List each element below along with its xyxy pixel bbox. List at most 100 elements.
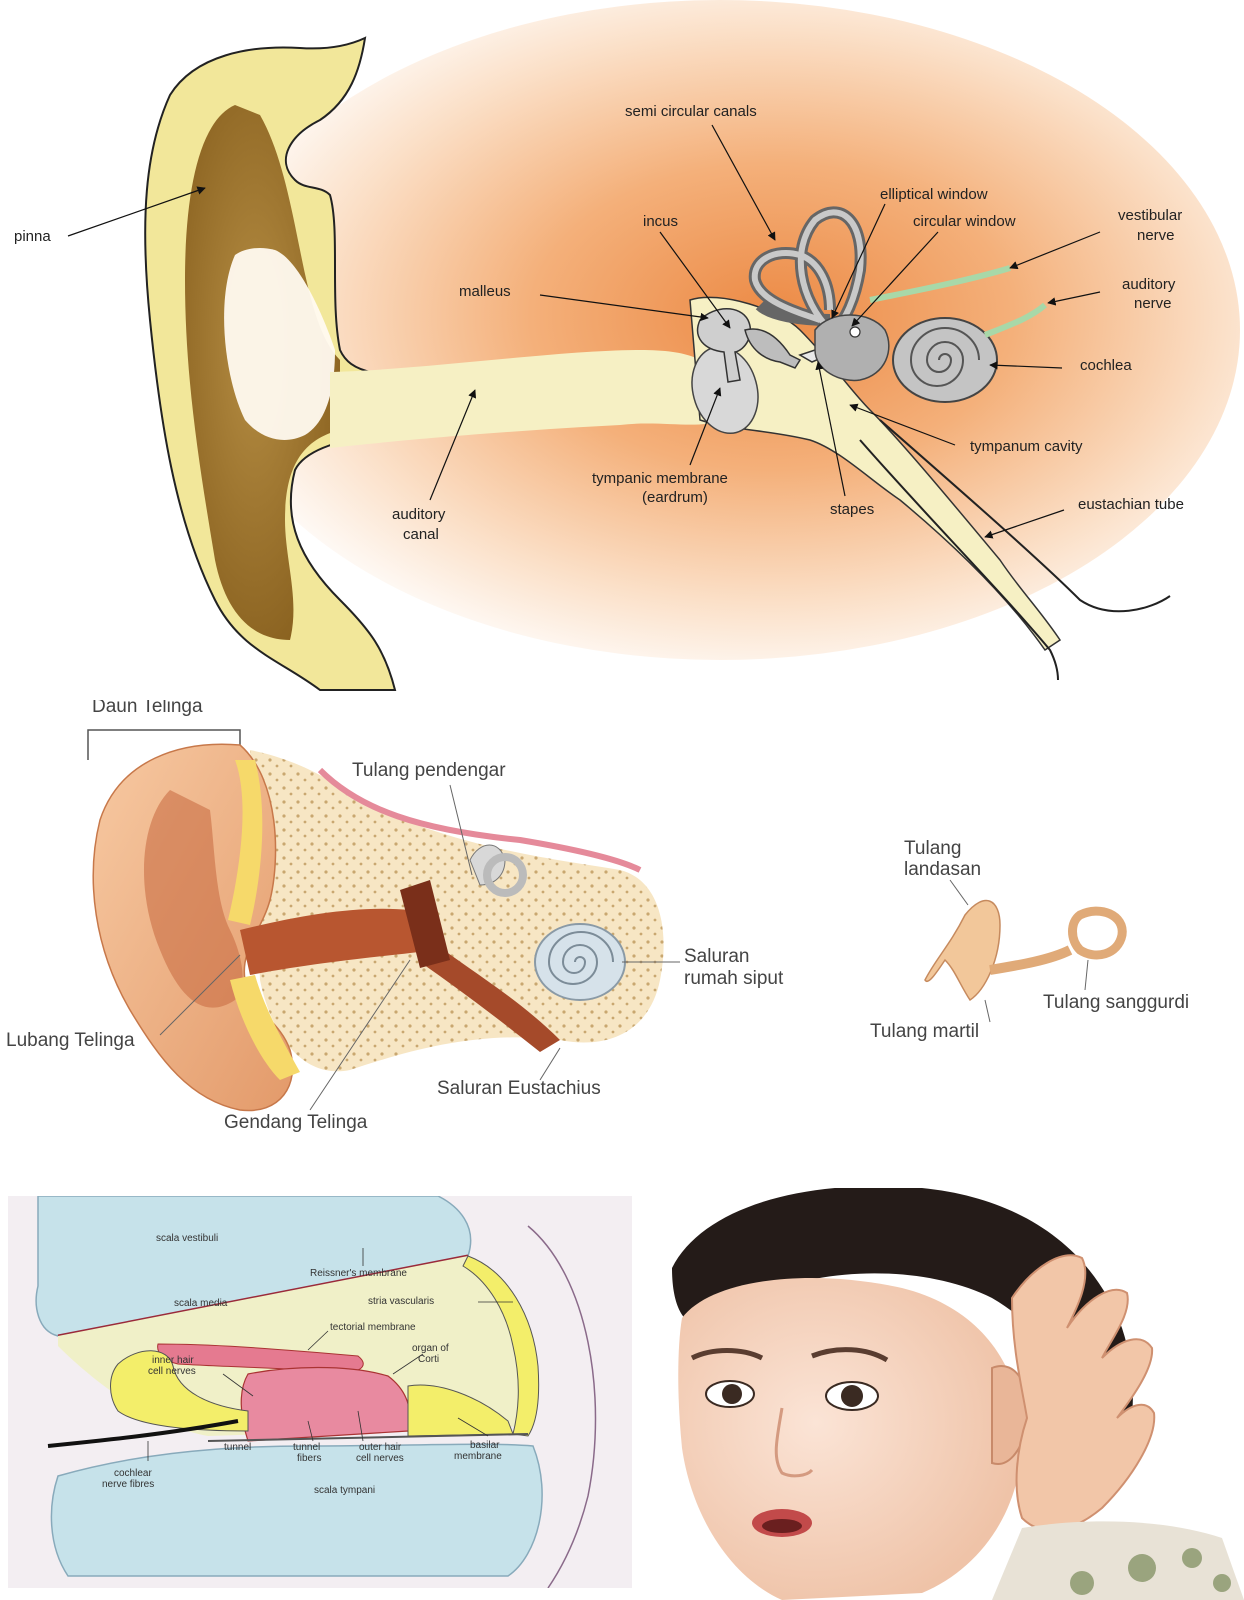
- eustachian-tube-indo: [420, 940, 560, 1052]
- mouth-inner: [762, 1519, 802, 1533]
- eardrum-indo: [400, 880, 450, 968]
- vestibular-nerve-shape: [869, 265, 1011, 303]
- cochlea-cross-section: scala vestibuli Reissner's membrane scal…: [8, 1196, 632, 1588]
- label-cochlear-nerve-2: nerve fibres: [102, 1479, 154, 1490]
- incus-shape: [744, 328, 802, 369]
- vestibule-shape: [814, 314, 890, 382]
- label-organ-of-corti-1: organ of: [412, 1343, 449, 1354]
- label-vestibular-nerve-1: vestibular: [1118, 207, 1182, 224]
- label-basilar-2: membrane: [454, 1451, 502, 1462]
- cartilage-indo-2: [230, 975, 300, 1080]
- organ-of-corti-shape: [240, 1366, 411, 1442]
- indo-labels: Daun Telinga Tulang pendengar Saluran ru…: [6, 700, 1189, 1133]
- tulang-pendengar-shape: [469, 844, 527, 897]
- label-tympanic-membrane-1: tympanic membrane: [592, 470, 728, 487]
- auditory-nerve-shape: [983, 302, 1047, 338]
- label-tulang-pendengar: Tulang pendengar: [352, 760, 506, 781]
- label-pinna: pinna: [14, 228, 51, 245]
- circular-window-dot: [849, 326, 861, 338]
- cochlea-svg: scala vestibuli Reissner's membrane scal…: [8, 1196, 632, 1588]
- label-incus: incus: [643, 213, 678, 230]
- label-organ-of-corti-2: Corti: [418, 1354, 439, 1365]
- cochlea-leader-lines: [147, 1248, 513, 1461]
- label-scala-vestibuli: scala vestibuli: [156, 1233, 218, 1244]
- basilar-membrane-shape: [207, 1433, 529, 1442]
- indonesian-ear-svg: Daun Telinga Tulang pendengar Saluran ru…: [6, 700, 1189, 1133]
- label-inner-hair-1: inner hair: [152, 1355, 194, 1366]
- label-outer-hair-2: cell nerves: [356, 1453, 404, 1464]
- eustachian-tube-line-2: [859, 439, 1059, 681]
- listening-woman-photo: [662, 1188, 1244, 1600]
- label-tulang-landasan-2: landasan: [904, 859, 981, 880]
- spiral-ligament-line: [527, 1225, 597, 1588]
- cochlea-labels: scala vestibuli Reissner's membrane scal…: [102, 1233, 502, 1496]
- listening-woman-svg: [662, 1188, 1244, 1600]
- label-outer-hair-1: outer hair: [359, 1442, 402, 1453]
- label-cochlea: cochlea: [1080, 357, 1132, 374]
- label-gendang-telinga: Gendang Telinga: [224, 1112, 368, 1133]
- eustachian-tube-line: [879, 419, 1171, 613]
- label-reissners-membrane: Reissner's membrane: [310, 1268, 407, 1279]
- nose: [774, 1407, 814, 1478]
- label-malleus: malleus: [459, 283, 511, 300]
- label-tulang-martil: Tulang martil: [870, 1021, 979, 1042]
- cochlear-nerve-shape: [47, 1419, 239, 1448]
- label-tulang-sanggurdi: Tulang sanggurdi: [1043, 992, 1189, 1013]
- ear-canal-indo: [240, 908, 437, 975]
- label-stria-vascularis: stria vascularis: [368, 1296, 434, 1307]
- cartilage-indo: [228, 760, 263, 925]
- ear-anatomy-svg: pinna semi circular canals elliptical wi…: [14, 0, 1240, 691]
- label-eustachian-tube: eustachian tube: [1078, 496, 1184, 513]
- ear-anatomy-diagram: pinna semi circular canals elliptical wi…: [0, 0, 1244, 700]
- cochlea-shape: [892, 317, 998, 403]
- label-auditory-nerve-2: nerve: [1134, 295, 1172, 312]
- label-saluran-rumah-siput-1: Saluran: [684, 946, 750, 967]
- indonesian-ear-diagram: Daun Telinga Tulang pendengar Saluran ru…: [0, 700, 1244, 1160]
- leader-lines: [67, 124, 1101, 539]
- indo-leader-lines: [159, 784, 680, 1111]
- label-tunnel-fibers-2: fibers: [297, 1453, 321, 1464]
- label-tunnel-fibers-1: tunnel: [293, 1442, 320, 1453]
- label-tympanum-cavity: tympanum cavity: [970, 438, 1083, 455]
- label-elliptical-window: elliptical window: [880, 186, 988, 203]
- label-vestibular-nerve-2: nerve: [1137, 227, 1175, 244]
- label-saluran-rumah-siput-2: rumah siput: [684, 968, 784, 989]
- label-lubang-telinga: Lubang Telinga: [6, 1030, 135, 1051]
- hand: [1010, 1254, 1156, 1532]
- rumah-siput-shape: [534, 923, 626, 1001]
- eyebrow-right: [811, 1347, 889, 1363]
- ear-labels: pinna semi circular canals elliptical wi…: [14, 103, 1184, 543]
- temporal-bone: [250, 750, 664, 1072]
- eyebrow-left: [690, 1348, 764, 1361]
- label-cochlear-nerve-1: cochlear: [114, 1468, 152, 1479]
- label-tympanic-membrane-2: (eardrum): [642, 489, 708, 506]
- ossicles-closeup: [924, 879, 1127, 1023]
- label-auditory-canal-1: auditory: [392, 506, 446, 523]
- label-tunnel: tunnel: [224, 1442, 251, 1453]
- hair: [672, 1188, 1133, 1488]
- pinna-highlight: [224, 247, 335, 440]
- label-saluran-eustachius: Saluran Eustachius: [437, 1078, 601, 1099]
- label-auditory-canal-2: canal: [403, 526, 439, 543]
- malleus-shape: [696, 308, 752, 383]
- eyes: [705, 1380, 879, 1411]
- label-inner-hair-2: cell nerves: [148, 1366, 196, 1377]
- label-stapes: stapes: [830, 501, 874, 518]
- clothing: [992, 1521, 1244, 1600]
- label-scala-tympani: scala tympani: [314, 1485, 375, 1496]
- stria-vascularis-shape: [462, 1255, 540, 1437]
- label-tulang-landasan-1: Tulang: [904, 838, 961, 859]
- label-tectorial-membrane: tectorial membrane: [330, 1322, 416, 1333]
- inner-cells-shape: [110, 1350, 249, 1432]
- concha-indo: [143, 790, 243, 1008]
- clothing-pattern: [1070, 1548, 1231, 1595]
- scala-tympani-shape: [50, 1443, 543, 1577]
- label-basilar-1: basilar: [470, 1440, 500, 1451]
- semicircular-canals-inner: [751, 209, 864, 333]
- label-auditory-nerve-1: auditory: [1122, 276, 1176, 293]
- outer-cells-shape: [407, 1384, 514, 1437]
- label-circular-window: circular window: [913, 213, 1016, 230]
- label-scala-media: scala media: [174, 1298, 228, 1309]
- label-daun-telinga: Daun Telinga: [92, 700, 203, 717]
- face: [678, 1278, 1022, 1600]
